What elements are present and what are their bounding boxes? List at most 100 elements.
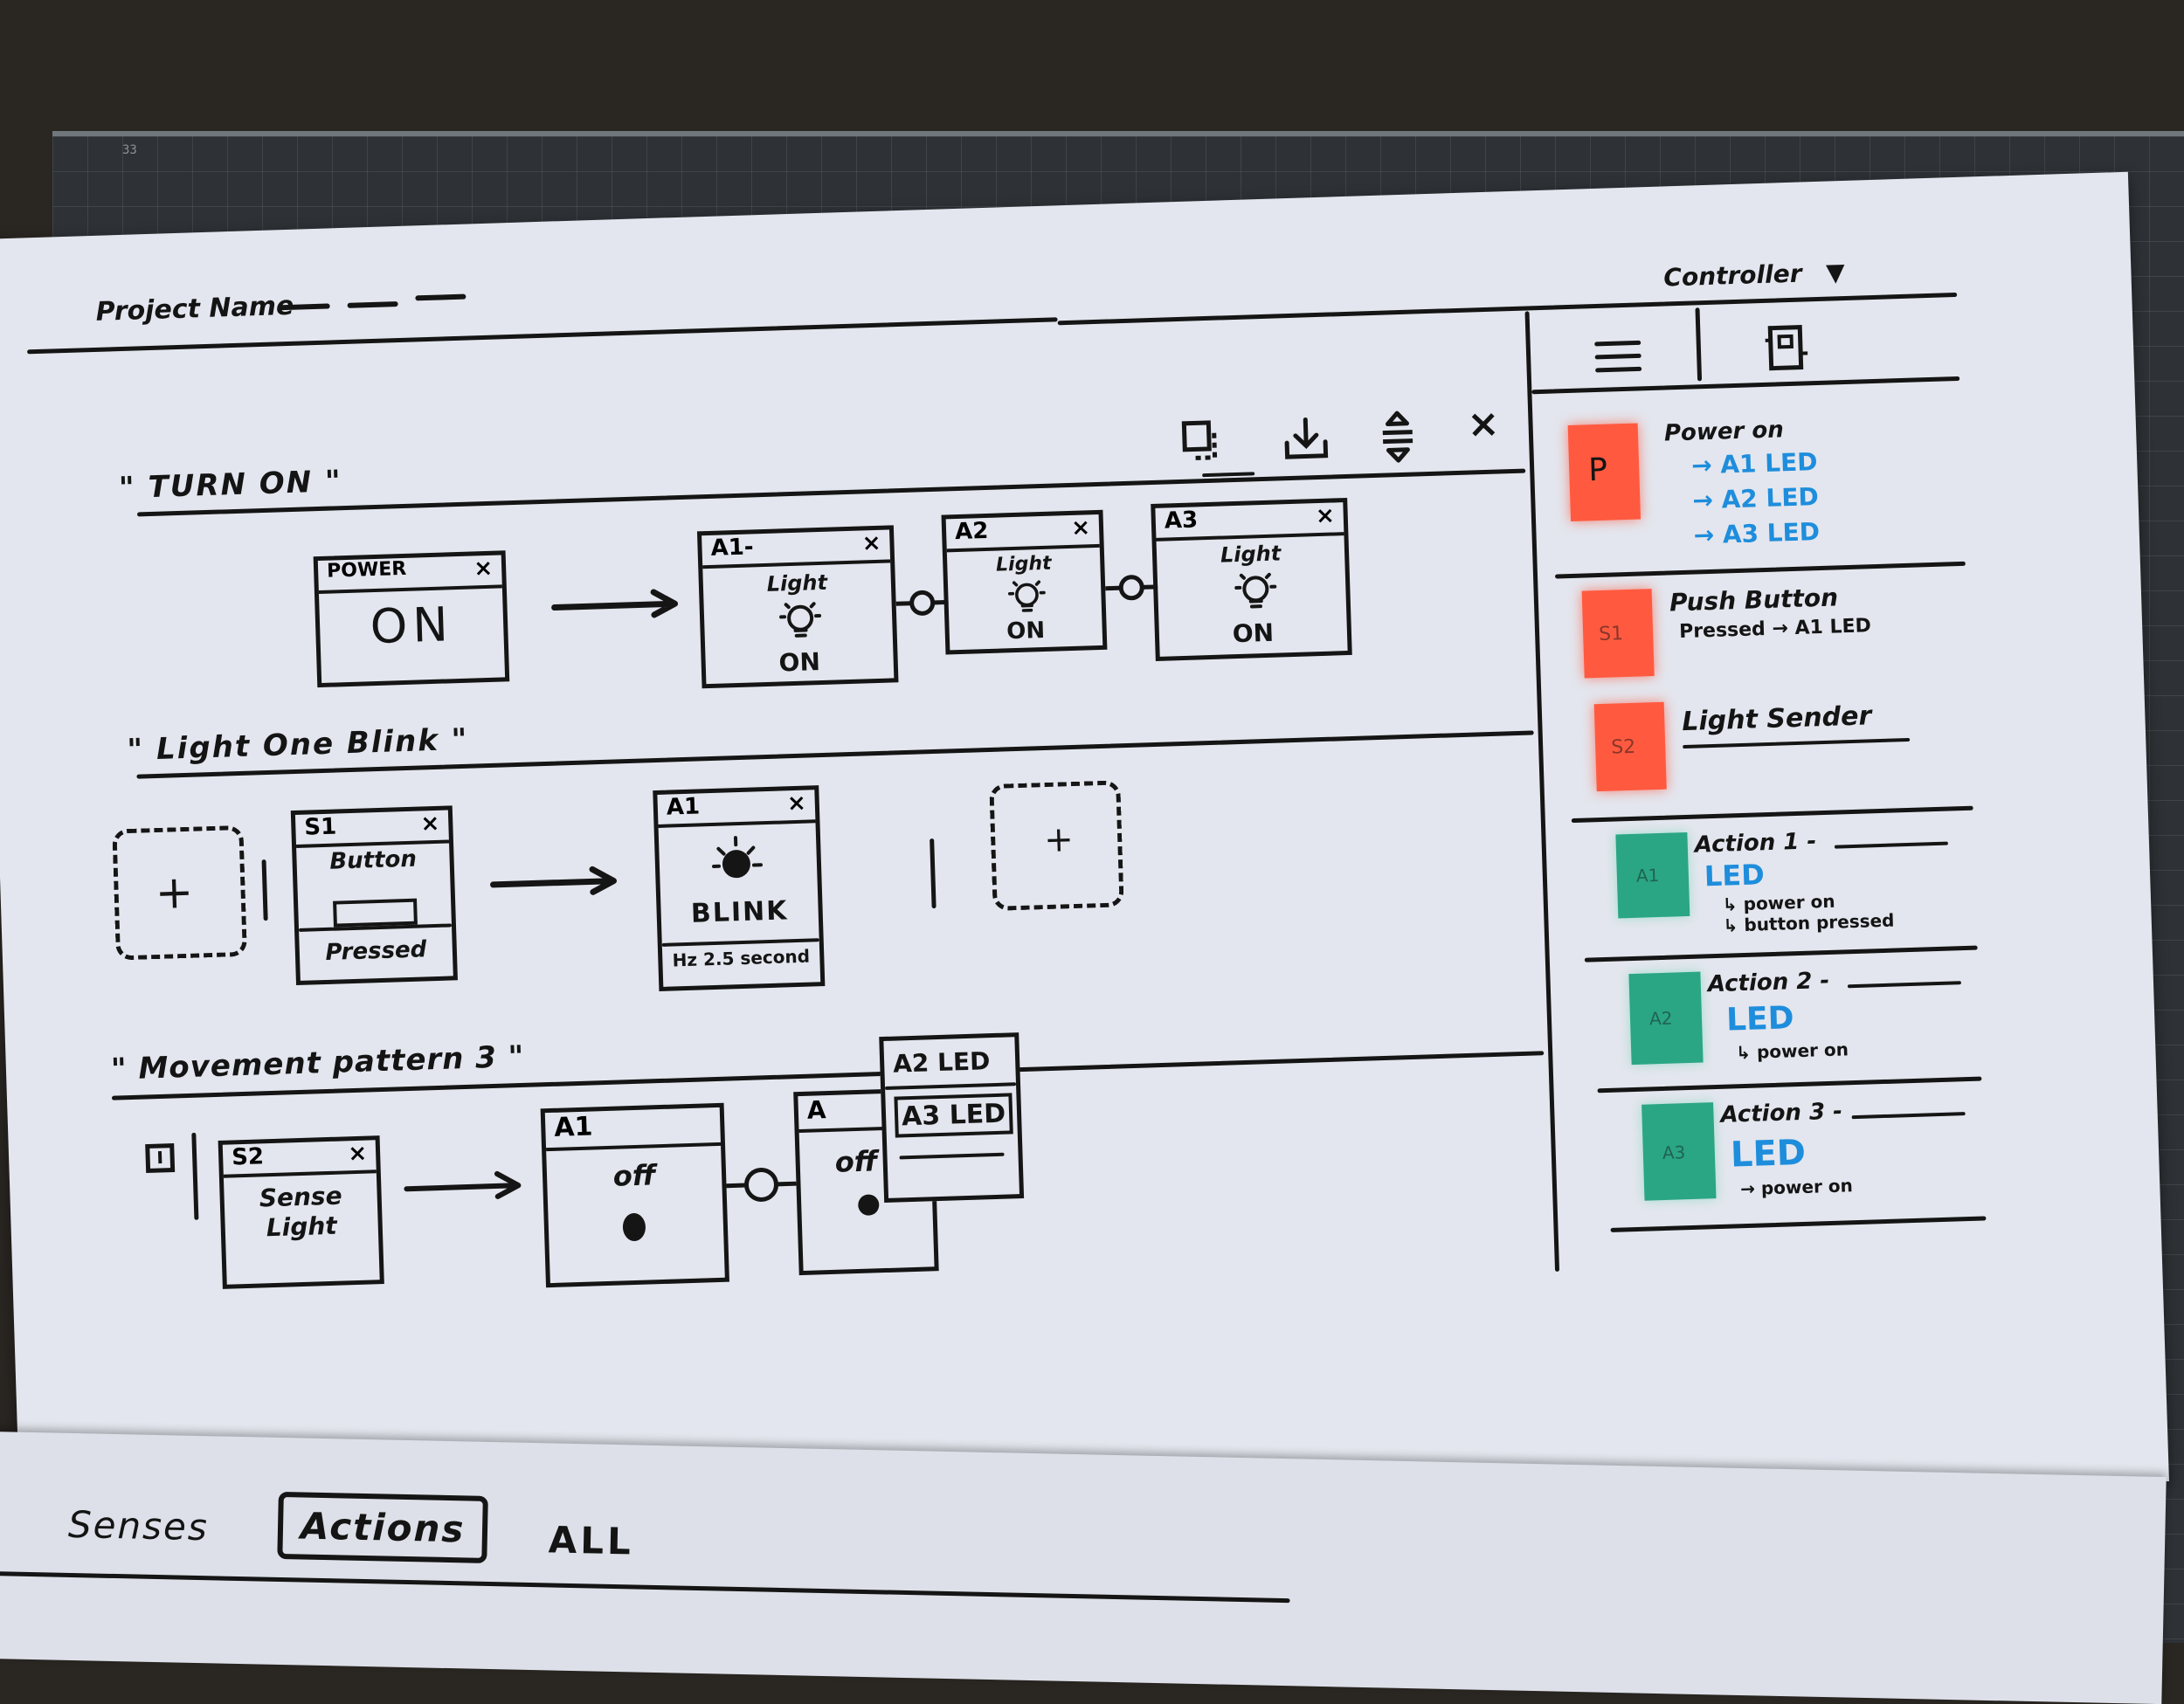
sidebar-item-title: Power on xyxy=(1663,417,1785,447)
card-header: A1 × xyxy=(657,790,816,828)
sidebar-item-line: → A2 LED xyxy=(1691,482,1820,515)
card-value: ON xyxy=(1232,617,1275,649)
sidebar-tab-divider xyxy=(1695,307,1703,382)
card-id: S1 xyxy=(303,813,337,841)
action-card-a1[interactable]: A1- × Light ON xyxy=(696,525,899,689)
hamburger-icon[interactable] xyxy=(1591,335,1644,377)
power-card[interactable]: POWER × ON xyxy=(313,550,510,688)
close-icon[interactable]: × xyxy=(786,790,807,818)
sidebar-item-action-1[interactable]: A1 Action 1 - LED ↳ power on ↳ button pr… xyxy=(1615,824,1977,949)
sidebar-item-line: LED xyxy=(1704,858,1766,893)
arrow-icon xyxy=(403,1166,526,1204)
sidebar-item-light-sender[interactable]: S2 Light Sender xyxy=(1593,693,1973,809)
sidebar-item-line: LED xyxy=(1725,1000,1795,1038)
controller-label: Controller xyxy=(1662,259,1802,293)
dropdown-option[interactable]: A2 LED xyxy=(892,1046,991,1079)
sidebar-item-push-button[interactable]: S1 Push Button Pressed → A1 LED xyxy=(1581,579,1969,687)
sidebar-item-line: → A3 LED xyxy=(1693,517,1821,550)
action-card-a1-blink[interactable]: A1 × BLINK Hz 2.5 second xyxy=(653,785,826,992)
title-placeholder-dash xyxy=(347,301,398,308)
sidebar-bottom-divider xyxy=(1610,1216,1987,1232)
checkbox-icon[interactable] xyxy=(144,1142,176,1174)
action-card-a-off[interactable]: A off xyxy=(793,1087,939,1276)
close-icon[interactable]: × xyxy=(420,810,440,838)
arrow-icon xyxy=(489,861,621,900)
tab-all[interactable]: ALL xyxy=(548,1518,635,1563)
close-icon[interactable]: × xyxy=(347,1140,368,1168)
card-header: S2 × xyxy=(222,1140,377,1178)
sidebar-item-tag: A1 xyxy=(1635,864,1660,886)
sidebar-item-line: ↳ button pressed xyxy=(1723,909,1895,936)
card-value: BLINK xyxy=(690,895,789,929)
add-slot-button[interactable]: + xyxy=(989,780,1124,911)
bottom-tab-bar: Senses Actions ALL xyxy=(0,1431,2167,1704)
tab-bar-divider xyxy=(0,1570,1290,1604)
sticky-note-teal: A3 xyxy=(1641,1102,1717,1201)
close-icon[interactable]: × xyxy=(473,555,494,583)
plus-icon: + xyxy=(1043,819,1075,861)
sense-card-s2[interactable]: S2 × Sense Light xyxy=(218,1135,384,1289)
card-header: A3 × xyxy=(1155,502,1344,542)
copy-icon[interactable] xyxy=(1178,418,1233,469)
card-id: A1 xyxy=(553,1111,593,1143)
blinking-light-icon xyxy=(706,828,771,893)
sidebar-item-divider xyxy=(1571,805,1973,824)
lightbulb-icon xyxy=(1231,567,1282,617)
sort-icon[interactable] xyxy=(1375,409,1420,465)
title-placeholder-dash xyxy=(415,293,467,301)
sidebar-item-divider xyxy=(1554,561,1966,579)
close-icon[interactable]: × xyxy=(861,529,881,557)
add-slot-button[interactable]: + xyxy=(112,824,247,961)
sidebar-item-power[interactable]: P Power on → A1 LED → A2 LED → A3 LED xyxy=(1567,413,1957,565)
target-dropdown-menu[interactable]: A2 LED A3 LED xyxy=(879,1032,1025,1204)
drop-indicator xyxy=(191,1132,199,1220)
plus-icon: + xyxy=(154,866,195,921)
sticky-note-red: P xyxy=(1567,423,1641,521)
sequence-title[interactable]: " Movement pattern 3 " xyxy=(110,1038,526,1087)
sidebar-item-title: Action 1 - xyxy=(1694,828,1817,859)
lightbulb-icon xyxy=(775,597,826,647)
title-underline xyxy=(1683,737,1911,749)
sidebar-item-line: ↳ power on xyxy=(1735,1038,1849,1064)
sidebar-item-divider xyxy=(1597,1076,1982,1093)
sense-card-s1[interactable]: S1 × Button Pressed xyxy=(290,805,458,986)
sidebar-border xyxy=(1524,311,1560,1272)
project-name[interactable]: Project Name xyxy=(95,290,294,328)
controller-dropdown[interactable]: Controller ▼ xyxy=(1663,258,1845,292)
card-id: S2 xyxy=(231,1143,265,1171)
button-icon xyxy=(333,898,418,928)
card-header: A2 × xyxy=(945,514,1100,553)
sticky-note-teal: A2 xyxy=(1628,971,1704,1066)
dropdown-divider xyxy=(885,1082,1017,1090)
action-card-a3[interactable]: A3 × Light ON xyxy=(1151,497,1352,661)
action-card-a2[interactable]: A2 × Light ON xyxy=(941,509,1108,655)
sticky-note-red: S1 xyxy=(1581,589,1655,679)
card-id: A xyxy=(806,1095,827,1125)
card-value: Pressed xyxy=(324,936,427,966)
chevron-down-icon: ▼ xyxy=(1825,257,1846,287)
lightbulb-icon xyxy=(1004,576,1051,621)
card-value: ON xyxy=(369,597,454,655)
action-card-a1-off[interactable]: A1 off xyxy=(540,1102,729,1288)
sidebar-item-action-3[interactable]: A3 Action 3 - LED → power on xyxy=(1641,1093,1986,1218)
close-icon[interactable]: × xyxy=(1466,401,1501,447)
sticky-note-red: S2 xyxy=(1593,701,1667,792)
toolbar-underline xyxy=(1202,472,1255,478)
controller-divider xyxy=(1057,292,1958,326)
download-icon[interactable] xyxy=(1279,416,1333,466)
dropdown-divider xyxy=(899,1152,1005,1160)
sequence-title[interactable]: " Light One Blink " xyxy=(126,721,470,768)
close-icon[interactable]: × xyxy=(1070,514,1091,542)
sidebar-item-action-2[interactable]: A2 Action 2 - LED ↳ power on xyxy=(1628,963,1981,1080)
card-id: A3 xyxy=(1164,507,1199,535)
device-icon[interactable] xyxy=(1761,321,1812,376)
sidebar-item-title: Action 2 - xyxy=(1707,967,1830,998)
name-blank-line xyxy=(1847,981,1961,989)
dropdown-option-selected[interactable]: A3 LED xyxy=(894,1093,1013,1138)
tab-senses[interactable]: Senses xyxy=(67,1502,210,1549)
chain-link-icon xyxy=(726,1166,797,1203)
tab-actions[interactable]: Actions xyxy=(277,1491,489,1563)
sequence-title[interactable]: " TURN ON " xyxy=(118,464,343,507)
close-icon[interactable]: × xyxy=(1315,502,1336,530)
sidebar-item-divider xyxy=(1584,945,1978,962)
